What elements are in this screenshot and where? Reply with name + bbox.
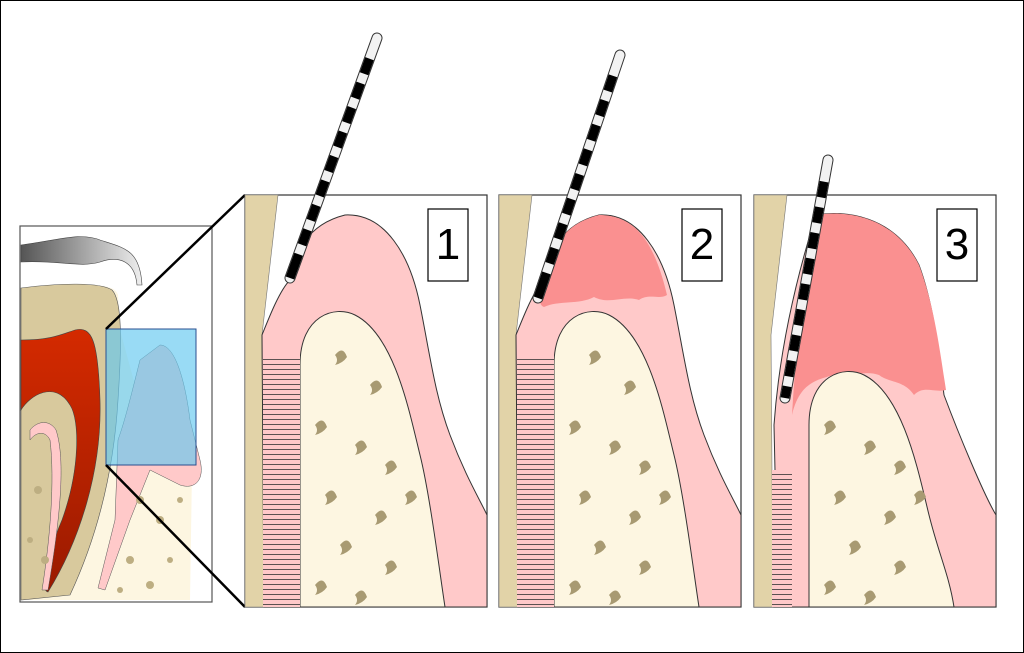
crown-cap <box>20 236 143 286</box>
bone-pit <box>609 590 621 605</box>
alveolar-bone <box>299 311 446 608</box>
bone-pit <box>405 490 417 505</box>
bone-pit <box>569 420 581 435</box>
stage-label-box <box>681 208 723 282</box>
bone-pit <box>629 510 641 525</box>
panel-1: 1 <box>244 194 488 608</box>
bone-pit <box>385 560 397 575</box>
periodontal-ligament <box>772 470 792 607</box>
bone-pit <box>659 490 671 505</box>
bone-pit <box>639 460 651 475</box>
bone-pit <box>609 440 621 455</box>
bone-pit <box>864 590 876 605</box>
inset-pulp <box>20 329 101 593</box>
bone-pit <box>589 350 601 365</box>
bone-pit <box>849 540 861 555</box>
bone-pit <box>824 580 836 595</box>
bone-pit <box>315 420 327 435</box>
alveolar-bone <box>553 311 700 608</box>
probe-markings <box>533 53 625 300</box>
alveolar-bone <box>808 371 955 608</box>
bone-pit <box>315 580 327 595</box>
zoom-region-highlight <box>105 328 197 466</box>
bone-pit <box>884 510 896 525</box>
panel-2: 2 <box>498 194 742 608</box>
stage-label: 3 <box>945 220 969 269</box>
periodontal-ligament <box>263 355 300 607</box>
bone-pit <box>569 580 581 595</box>
stage-label-box <box>936 208 978 282</box>
probe-markings <box>285 36 382 280</box>
bone-pit <box>594 540 606 555</box>
bone-pit <box>355 590 367 605</box>
zoom-connector-bottom <box>105 464 246 608</box>
stage-label-box <box>427 208 469 282</box>
bone-pit <box>894 560 906 575</box>
bone-pit <box>579 490 591 505</box>
bone-pit <box>385 460 397 475</box>
inflamed-gingiva <box>792 213 946 415</box>
overview-inset <box>19 194 246 608</box>
bone-pit <box>824 420 836 435</box>
stage-label: 1 <box>436 220 460 269</box>
bone-pit <box>639 560 651 575</box>
periodontal-ligament <box>517 355 554 607</box>
bone-pit <box>340 540 352 555</box>
bone-pit <box>355 440 367 455</box>
bone-pit <box>864 440 876 455</box>
zoom-connector-top <box>105 194 246 330</box>
inflamed-gingiva <box>539 215 667 307</box>
panel-3: 3 <box>753 194 997 608</box>
bone-pit <box>375 510 387 525</box>
bone-pit <box>325 490 337 505</box>
bone-pit <box>894 460 906 475</box>
bone-pit <box>914 490 926 505</box>
bone-pit <box>624 380 636 395</box>
bone-pit <box>370 380 382 395</box>
stage-label: 2 <box>690 220 714 269</box>
bone-pit <box>335 350 347 365</box>
probe-body <box>780 155 833 403</box>
bone-pit <box>834 490 846 505</box>
